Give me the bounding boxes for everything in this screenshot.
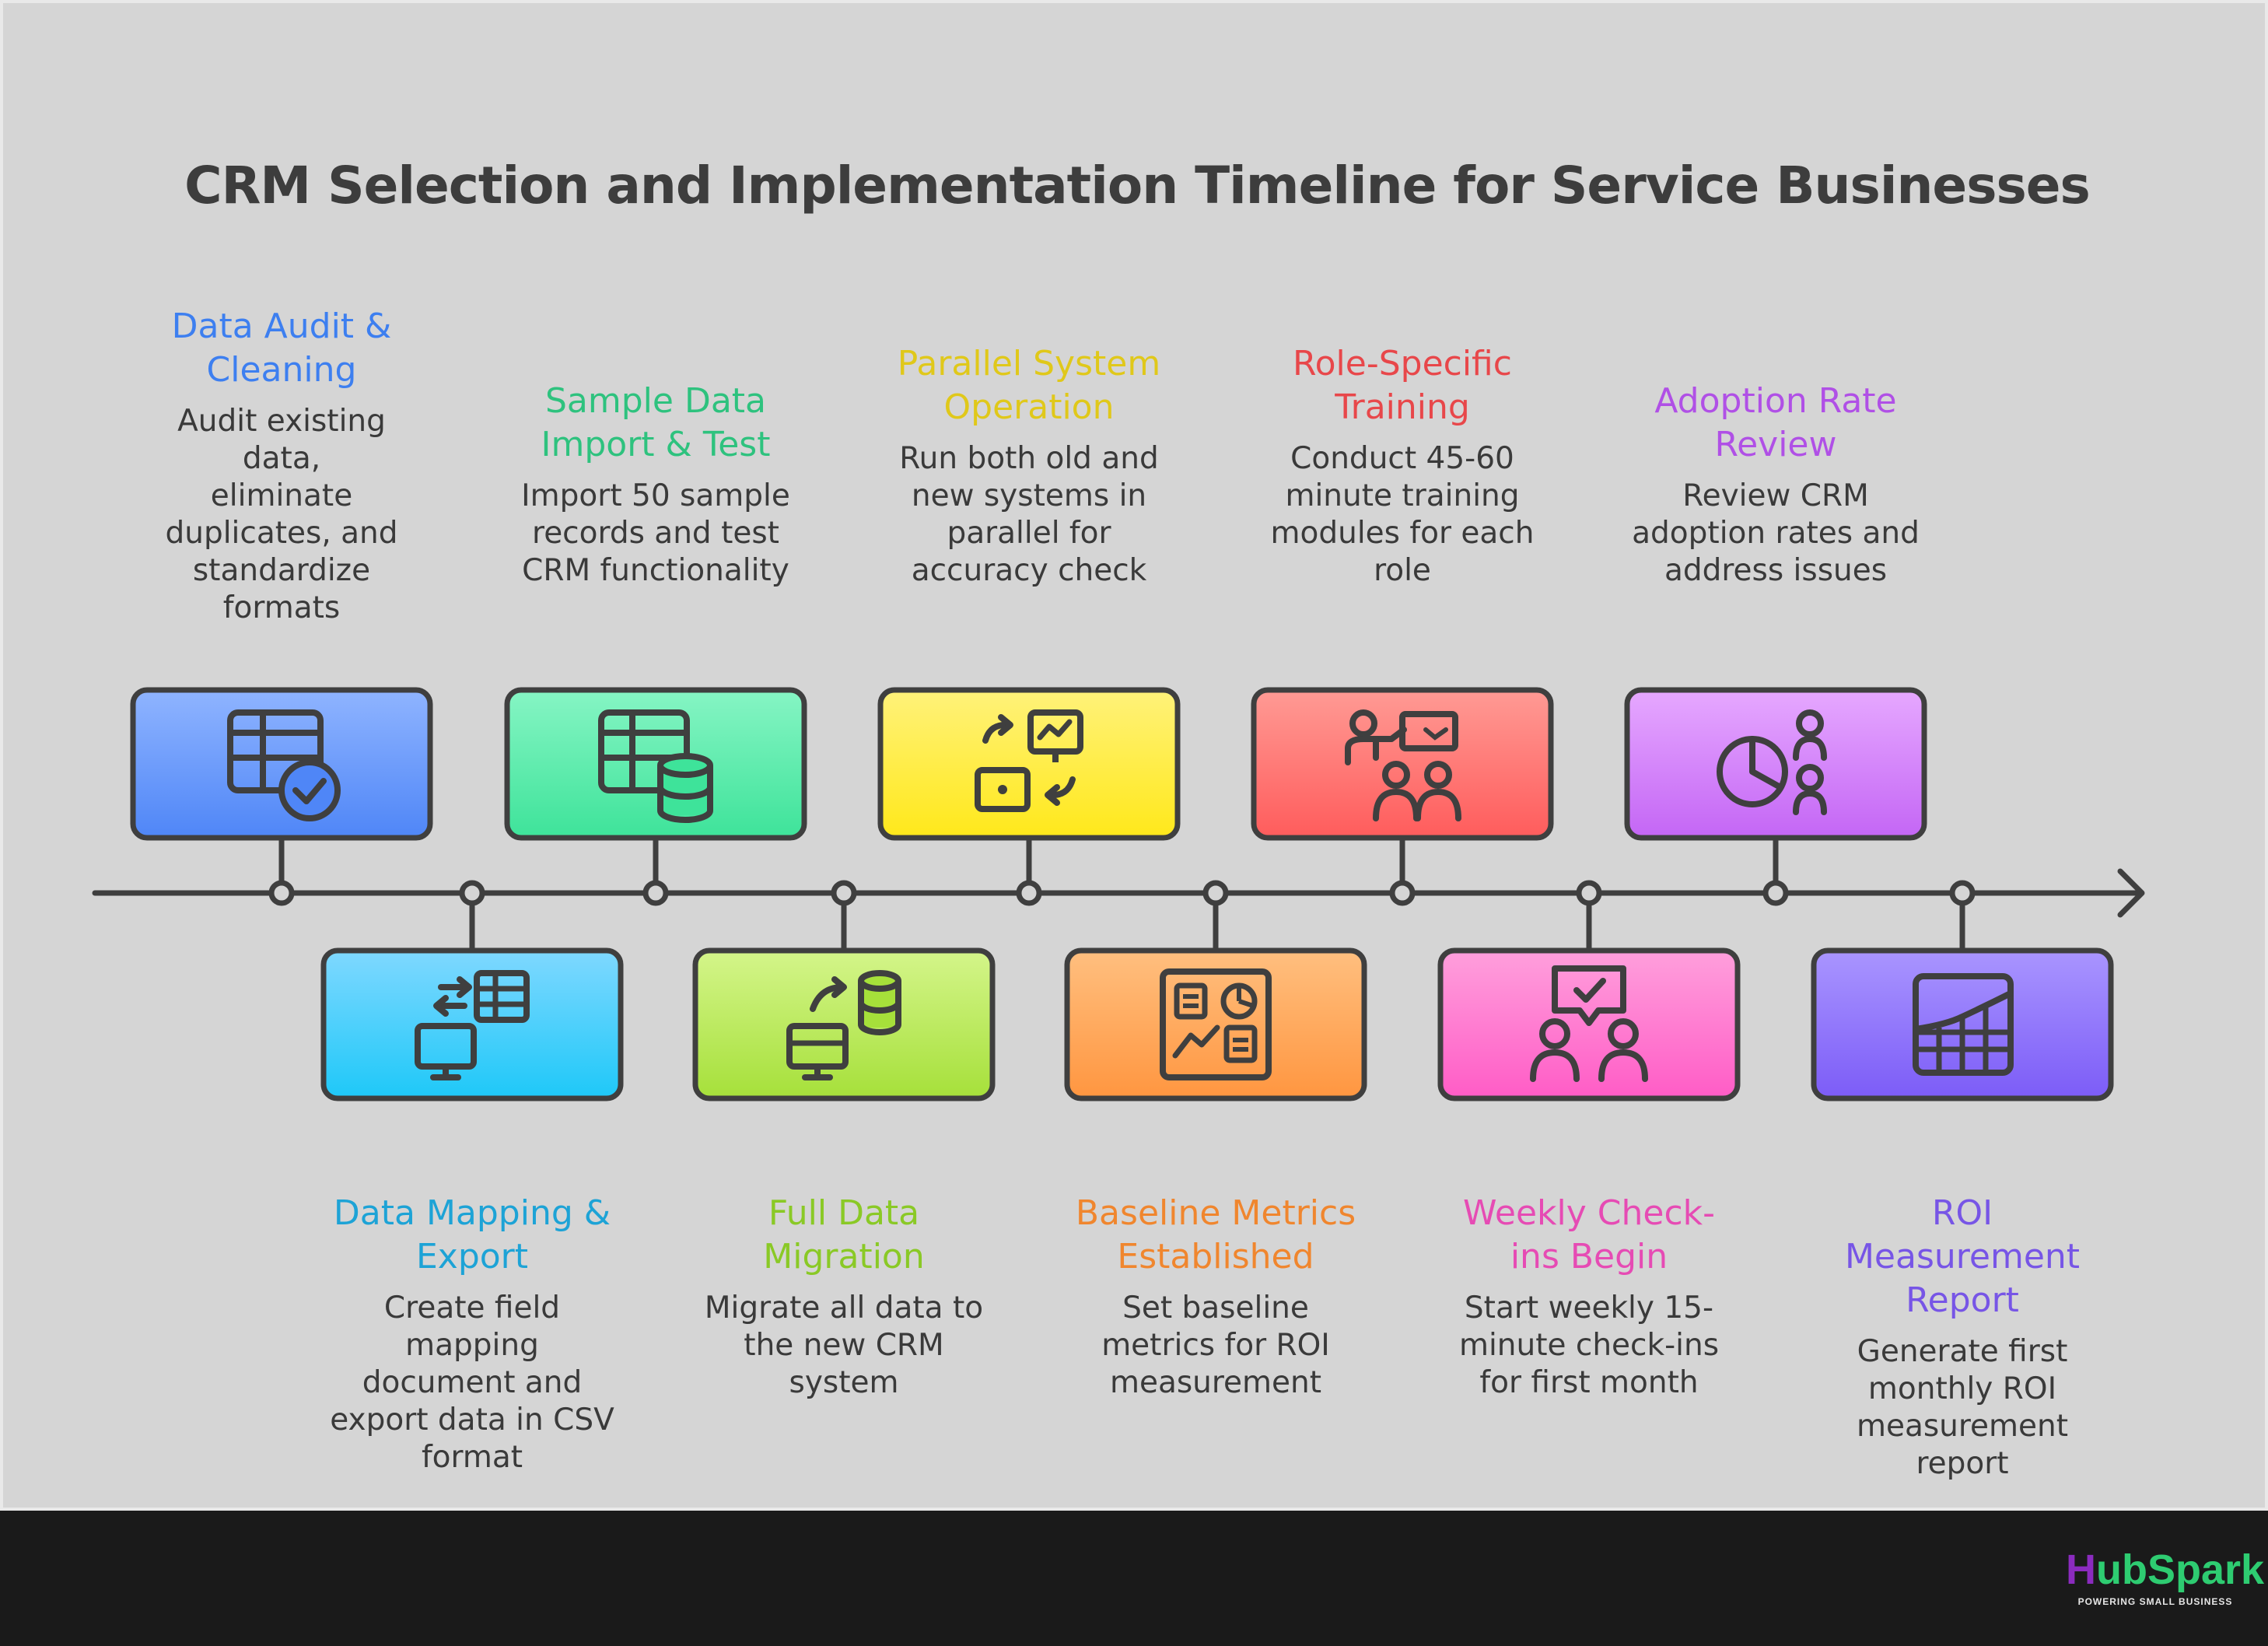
step-9-icon-box bbox=[1624, 687, 1927, 841]
dashboard-icon bbox=[1160, 968, 1272, 1080]
step-10-node bbox=[1949, 880, 1976, 906]
step-9-node bbox=[1762, 880, 1789, 906]
step-1-icon-box bbox=[130, 687, 433, 841]
step-2-node bbox=[459, 880, 485, 906]
step-2-title: Data Mapping &Export bbox=[333, 1193, 611, 1277]
timeline-arrowhead bbox=[2117, 868, 2145, 918]
footer-bar: HubSpark POWERING SMALL BUSINESS bbox=[0, 1511, 2268, 1646]
step-1-node bbox=[268, 880, 295, 906]
page-title: CRM Selection and Implementation Timelin… bbox=[184, 156, 2091, 215]
hubspark-logo: HubSpark POWERING SMALL BUSINESS bbox=[2066, 1546, 2265, 1607]
timeline-diagram bbox=[92, 687, 2145, 1101]
step-7-node bbox=[1389, 880, 1416, 906]
logo-tagline: POWERING SMALL BUSINESS bbox=[2077, 1596, 2233, 1607]
step-4-node bbox=[831, 880, 857, 906]
system-switch-icon bbox=[975, 709, 1083, 812]
step-5-node bbox=[1016, 880, 1042, 906]
step-8-icon-box bbox=[1437, 947, 1741, 1101]
step-3-icon-box bbox=[504, 687, 807, 841]
presenter-audience-icon bbox=[1345, 709, 1461, 821]
step-6-node bbox=[1202, 880, 1229, 906]
meeting-check-icon bbox=[1530, 965, 1648, 1082]
step-2-icon-box bbox=[320, 947, 624, 1101]
computer-table-transfer-icon bbox=[415, 970, 530, 1080]
pie-users-icon bbox=[1717, 709, 1827, 815]
step-3-node bbox=[642, 880, 669, 906]
table-database-icon bbox=[598, 709, 713, 823]
step-1-title: Data Audit &Cleaning bbox=[171, 306, 392, 390]
table-check-icon bbox=[227, 709, 341, 821]
step-6-icon-box bbox=[1064, 947, 1367, 1101]
step-8-node bbox=[1576, 880, 1602, 906]
step-5-icon-box bbox=[877, 687, 1181, 841]
computer-database-transfer-icon bbox=[786, 970, 901, 1080]
step-7-icon-box bbox=[1251, 687, 1554, 841]
growth-chart-icon bbox=[1913, 973, 2014, 1076]
step-4-icon-box bbox=[692, 947, 996, 1101]
step-10-icon-box bbox=[1811, 947, 2114, 1101]
step-8-title: Weekly Check-ins Begin bbox=[1462, 1193, 1716, 1277]
